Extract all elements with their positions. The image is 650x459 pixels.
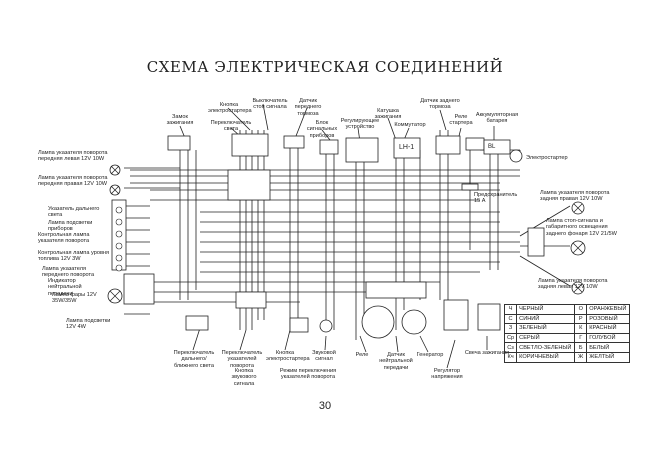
- legend-code2: Б: [574, 342, 588, 353]
- page-number: 30: [318, 400, 332, 412]
- legend-name: СИНИЙ: [516, 313, 576, 325]
- horn-button-box: [289, 317, 309, 333]
- spark-plug-box: [477, 303, 501, 331]
- label-dimmer-switch: Переключатель дальнего/ближнего света: [173, 350, 215, 369]
- voltage-regulator-box: [443, 299, 469, 331]
- battery-symbol: [483, 139, 511, 155]
- legend-name: КОРИЧНЕВЫЙ: [516, 351, 576, 363]
- legend-code2: О: [574, 304, 588, 315]
- label-ignition-switch: Замок зажигания: [166, 114, 194, 127]
- coil-code: LH-1: [399, 144, 415, 151]
- label-starter-relay: Реле стартера: [449, 114, 473, 127]
- legend-name: СЕРЫЙ: [516, 332, 576, 344]
- label-rear-brake-sensor: Датчик заднего тормоза: [420, 98, 460, 111]
- rear-connector: [527, 227, 545, 257]
- label-stop-switch: Выключатель стоп сигнала: [252, 98, 288, 111]
- regulator-block: [345, 137, 379, 163]
- legend-name2: БЕЛЫЙ: [586, 342, 630, 353]
- label-horn: Звуковой сигнал: [312, 350, 336, 363]
- label-turn-switch: Переключатель указателей поворота: [221, 350, 263, 369]
- legend-name2: ЖЕЛТЫЙ: [586, 351, 630, 363]
- legend-name: ЗЕЛЕНЫЙ: [516, 323, 576, 334]
- label-starter-motor: Электростартер: [526, 155, 568, 161]
- legend-name: СВЕТЛО-ЗЕЛЕНЫЙ: [516, 342, 576, 353]
- label-rear-left-turn: Лампа указателя поворота задняя левая 12…: [538, 278, 608, 291]
- front-brake-connector: [283, 135, 305, 149]
- legend-code: З: [503, 323, 518, 334]
- horn-icon: [319, 319, 333, 333]
- legend-code: Сз: [503, 342, 518, 353]
- neutral-switch-icon: [401, 309, 427, 335]
- label-ignition-coil: Катушка зажигания: [374, 108, 402, 121]
- legend-code: С: [503, 313, 518, 325]
- label-high-beam-indicator: Указатель дальнего света: [48, 206, 100, 219]
- starter-relay-block: [465, 137, 485, 151]
- legend-code2: К: [574, 323, 588, 334]
- light-switch-connector: [231, 133, 269, 157]
- label-neutral-sensor: Датчик нейтральной передачи: [379, 352, 413, 371]
- legend-name2: РОЗОВЫЙ: [586, 313, 630, 325]
- ignition-coil-block: [393, 137, 421, 159]
- rear-brake-block: [435, 135, 461, 155]
- label-light-switch: Переключатель света: [210, 120, 252, 133]
- label-battery: Аккумуляторная батарея: [475, 112, 519, 125]
- legend-code2: Г: [574, 332, 588, 344]
- fuse-icon: [461, 183, 479, 191]
- diagram-title: СХЕМА ЭЛЕКТРИЧЕСКАЯ СОЕДИНЕНИЙ: [146, 58, 504, 76]
- instrument-connector: [319, 139, 339, 155]
- legend-code: Ср: [503, 332, 518, 344]
- label-horn-button: Кнопка звукового сигнала: [231, 368, 257, 387]
- label-neutral-indicator: Индикатор нейтральной передачи: [48, 278, 82, 297]
- label-starter-button-bottom: Кнопка электростартера: [266, 350, 310, 363]
- label-regulator: Регулирующее устройство: [340, 118, 380, 131]
- label-relay: Реле: [355, 352, 369, 358]
- label-front-brake-sensor: Датчик переднего тормоза: [294, 98, 322, 117]
- label-generator: Генератор: [416, 352, 444, 358]
- legend-code: Кч: [503, 351, 518, 363]
- legend-code2: Р: [574, 313, 588, 325]
- legend-name2: ОРАНЖЕВЫЙ: [586, 304, 630, 315]
- label-instrument-block: Блок сигнальных приборов: [306, 120, 338, 139]
- legend-name2: ГОЛУБОЙ: [586, 332, 630, 344]
- label-fuel-level-lamp: Контрольная лампа уровня топлива 12V 3W: [38, 250, 110, 263]
- label-front-left-turn: Лампа указателя поворота передняя левая …: [38, 150, 108, 163]
- battery-code: BL: [488, 144, 496, 150]
- label-start-button: Кнопка электростартера: [208, 102, 252, 115]
- main-connector-block: [227, 169, 271, 201]
- legend-code: Ч: [503, 304, 518, 315]
- label-tail-stop-lamp: Лампа стоп-сигнала и габаритного освещен…: [546, 218, 617, 237]
- label-turn-indicator: Контрольная лампа указателя поворота: [38, 232, 90, 245]
- dimmer-switch-box: [185, 315, 209, 331]
- legend-code2: Ж: [574, 351, 588, 363]
- label-turn-mode: Режим переключения указателей поворота: [279, 368, 337, 381]
- label-fuse: Предохранитель 15 A: [474, 192, 518, 205]
- lower-connector-block: [365, 281, 427, 299]
- headlight-connector: [123, 273, 155, 305]
- starter-motor-icon: [509, 149, 523, 163]
- label-headlight-lamp: Лампа фары 12V 35W/35W: [52, 292, 97, 305]
- label-front-right-turn: Лампа указателя поворота передняя правая…: [38, 175, 108, 188]
- label-spark-plug: Свеча зажигания: [464, 350, 510, 356]
- generator-icon: [361, 305, 395, 339]
- handlebar-switch-connector: [235, 291, 267, 309]
- label-backlight-lamp: Лампа подсветки 12V 4W: [66, 318, 111, 331]
- label-voltage-regulator: Регулятор напряжения: [431, 368, 463, 381]
- label-front-turn-lamp: Лампа указателя переднего поворота: [42, 266, 95, 279]
- label-panel-light: Лампа подсветки приборов: [48, 220, 93, 233]
- legend-name: ЧЕРНЫЙ: [516, 304, 576, 315]
- legend-name2: КРАСНЫЙ: [586, 323, 630, 334]
- label-rear-right-turn: Лампа указателя поворота задняя правая 1…: [540, 190, 610, 203]
- ignition-switch-connector: [167, 135, 191, 151]
- label-commutator: Коммутатор: [394, 122, 426, 128]
